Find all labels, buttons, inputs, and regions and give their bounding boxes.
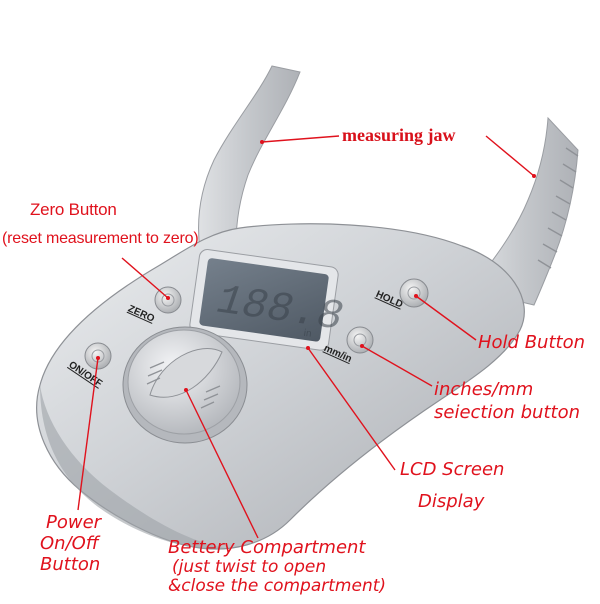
- callout-zero: [121, 257, 169, 299]
- hold-button-label: Hold Button: [478, 332, 585, 353]
- measuring-jaw-label: measuring jaw: [342, 125, 456, 145]
- power-label-2: On/Off: [40, 533, 99, 554]
- unit-button-label-2: seiection button: [434, 402, 580, 423]
- power-label-1: Power: [46, 512, 102, 533]
- battery-label-2: (just twist to open: [172, 557, 327, 577]
- zero-button-desc: (reset measurement to zero): [2, 230, 199, 247]
- callout-power: [77, 357, 99, 511]
- lcd-label-2: Display: [418, 491, 485, 512]
- jaw-grip-ribs: [537, 147, 579, 269]
- callout-unit: [361, 345, 433, 387]
- callout-jaw-left: [261, 135, 340, 143]
- callout-jaw-right: [485, 135, 535, 177]
- lcd-label-1: LCD Screen: [400, 459, 505, 480]
- unit-button[interactable]: [346, 326, 374, 354]
- left-jaw: [198, 65, 301, 251]
- unit-button-label-1: inches/mm: [434, 379, 534, 400]
- callout-lcd: [307, 347, 396, 471]
- battery-label-3: &close the compartment): [168, 576, 387, 596]
- power-label-3: Button: [40, 554, 101, 575]
- zero-button-label: Zero Button: [30, 200, 117, 219]
- hold-button[interactable]: [399, 278, 429, 308]
- callout-battery: [185, 389, 259, 539]
- lcd-unit: in: [303, 328, 312, 340]
- battery-compartment-dial[interactable]: [122, 326, 248, 444]
- battery-label-1: Bettery Compartment: [168, 537, 366, 558]
- callout-hold: [415, 295, 477, 341]
- body-edge: [40, 385, 225, 549]
- lcd-screen: [199, 258, 329, 342]
